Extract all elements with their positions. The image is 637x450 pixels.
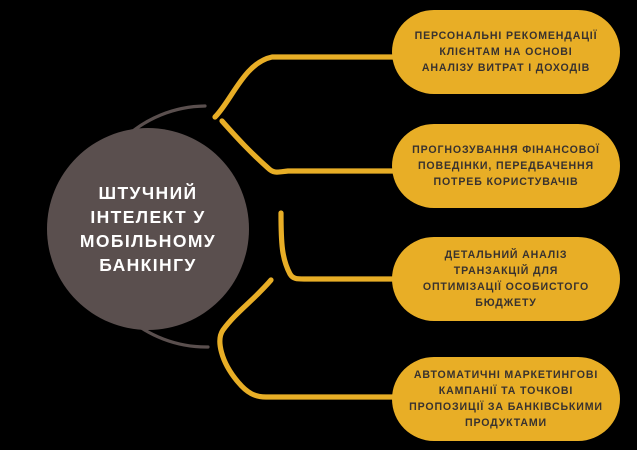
branch-box-2[interactable] [392, 124, 620, 208]
connector-branch-4 [217, 277, 407, 400]
branch-box-3[interactable] [392, 237, 620, 321]
connector-branch-1 [212, 54, 407, 120]
branch-box-4[interactable] [392, 357, 620, 441]
central-node-circle [47, 128, 249, 330]
connector-branch-3 [278, 210, 407, 282]
branch-box-1[interactable] [392, 10, 620, 94]
connector-branch-2 [219, 118, 407, 175]
